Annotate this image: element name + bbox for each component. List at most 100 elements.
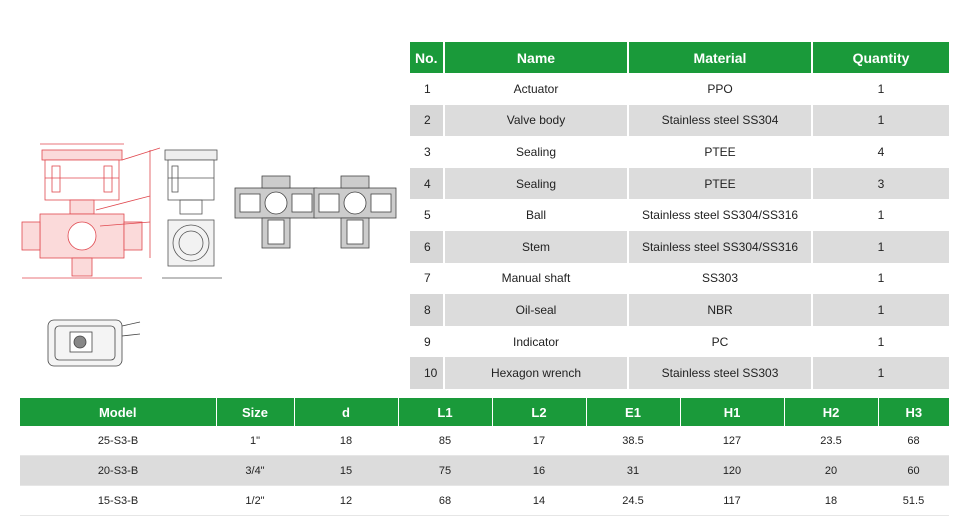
cell-h3: 60	[878, 455, 949, 486]
cell-quantity: 1	[812, 230, 949, 263]
col-header-no: No.	[410, 42, 445, 73]
cell-h2: 18	[784, 485, 878, 516]
cell-e1: 31	[586, 455, 680, 486]
cell-size: 1"	[216, 426, 294, 456]
table-row: 10 Hexagon wrench Stainless steel SS303 …	[410, 357, 949, 389]
cell-l1: 68	[398, 485, 492, 516]
cell-quantity: 4	[877, 144, 885, 159]
col-header-model: Model	[20, 398, 217, 426]
cell-no: 1	[410, 73, 445, 105]
cell-quantity: 1	[812, 104, 949, 137]
cell-material: NBR	[628, 294, 813, 326]
table-row: 20-S3-B 3/4" 15 75 16 31 120 20 60	[20, 455, 949, 486]
cell-quantity: 3	[812, 167, 949, 200]
col-header-h1: H1	[680, 398, 785, 426]
valve-technical-drawings	[21, 143, 397, 367]
cell-quantity: 1	[877, 334, 885, 349]
table-row: 15-S3-B 1/2" 12 68 14 24.5 117 18 51.5	[20, 485, 949, 516]
cell-quantity: 1	[877, 81, 885, 96]
cell-material: PTEE	[628, 167, 813, 200]
table-row: 5 Ball Stainless steel SS304/SS316 1	[410, 199, 949, 231]
cell-name: Sealing	[444, 167, 629, 200]
parts-table-header-row: No. Name Material Quantity	[410, 42, 949, 73]
cell-h2: 23.5	[784, 426, 878, 456]
cell-h1: 127	[680, 426, 784, 456]
table-row: 7 Manual shaft SS303 1	[410, 262, 949, 295]
cell-e1: 38.5	[586, 426, 680, 456]
cell-no: 6	[410, 230, 445, 263]
cell-name: Ball	[444, 199, 629, 231]
section-view-drawing-1	[234, 175, 318, 249]
col-header-name: Name	[444, 42, 629, 73]
cell-quantity: 1	[812, 357, 949, 389]
cell-name: Indicator	[444, 325, 629, 358]
col-header-material: Material	[628, 42, 813, 73]
col-header-d: d	[294, 398, 399, 426]
parts-materials-table: No. Name Material Quantity 1 Actuator PP…	[410, 42, 949, 389]
cell-l2: 17	[492, 426, 586, 456]
cell-h3: 51.5	[878, 485, 949, 516]
table-row: 9 Indicator PC 1	[410, 325, 949, 358]
top-view-drawing	[47, 319, 141, 367]
cell-size: 3/4"	[216, 455, 294, 486]
cell-d: 15	[294, 455, 398, 486]
cell-material: SS303	[628, 262, 813, 295]
cell-material: PC	[628, 325, 813, 358]
cell-l1: 75	[398, 455, 492, 486]
cell-model: 20-S3-B	[20, 455, 216, 486]
col-header-l1: L1	[398, 398, 493, 426]
cell-material: Stainless steel SS304/SS316	[628, 230, 813, 263]
table-row: 6 Stem Stainless steel SS304/SS316 1	[410, 230, 949, 263]
model-dimensions-table: Model Size d L1 L2 E1 H1 H2 H3 25-S3-B 1…	[20, 398, 949, 516]
cell-name: Oil-seal	[444, 294, 629, 326]
cell-h3: 68	[878, 426, 949, 456]
cell-e1: 24.5	[586, 485, 680, 516]
table-row: 1 Actuator PPO 1	[410, 73, 949, 105]
table-row: 2 Valve body Stainless steel SS304 1	[410, 104, 949, 137]
front-view-drawing	[21, 143, 161, 279]
cell-d: 12	[294, 485, 398, 516]
side-view-drawing	[162, 149, 222, 279]
cell-no: 5	[410, 199, 445, 231]
cell-h1: 117	[680, 485, 784, 516]
cell-no: 2	[410, 104, 445, 137]
section-view-drawing-2	[313, 175, 397, 249]
cell-name: Stem	[444, 230, 629, 263]
cell-name: Manual shaft	[444, 262, 629, 295]
cell-size: 1/2"	[216, 485, 294, 516]
col-header-l2: L2	[492, 398, 587, 426]
cell-model: 15-S3-B	[20, 485, 216, 516]
col-header-h2: H2	[784, 398, 879, 426]
cell-l1: 85	[398, 426, 492, 456]
cell-name: Hexagon wrench	[444, 357, 629, 389]
cell-h2: 20	[784, 455, 878, 486]
cell-material: Stainless steel SS304/SS316	[628, 199, 813, 231]
cell-h1: 120	[680, 455, 784, 486]
table-row: 8 Oil-seal NBR 1	[410, 294, 949, 326]
col-header-h3: H3	[878, 398, 949, 426]
cell-name: Sealing	[444, 136, 629, 168]
model-table-header-row: Model Size d L1 L2 E1 H1 H2 H3	[20, 398, 949, 426]
cell-material: Stainless steel SS303	[628, 357, 813, 389]
cell-d: 18	[294, 426, 398, 456]
table-row: 3 Sealing PTEE 4	[410, 136, 949, 168]
cell-quantity: 1	[877, 208, 885, 223]
cell-no: 8	[410, 294, 445, 326]
cell-quantity: 1	[877, 271, 885, 286]
col-header-size: Size	[216, 398, 295, 426]
cell-quantity: 1	[812, 294, 949, 326]
cell-l2: 16	[492, 455, 586, 486]
cell-name: Valve body	[444, 104, 629, 137]
col-header-quantity: Quantity	[812, 42, 949, 73]
table-row: 4 Sealing PTEE 3	[410, 167, 949, 200]
cell-no: 7	[410, 262, 445, 295]
table-row: 25-S3-B 1" 18 85 17 38.5 127 23.5 68	[20, 426, 949, 456]
cell-material: PPO	[628, 73, 813, 105]
cell-no: 4	[410, 167, 445, 200]
cell-name: Actuator	[444, 73, 629, 105]
cell-l2: 14	[492, 485, 586, 516]
cell-no: 9	[410, 325, 445, 358]
col-header-e1: E1	[586, 398, 681, 426]
cell-model: 25-S3-B	[20, 426, 216, 456]
cell-no: 10	[410, 357, 445, 389]
